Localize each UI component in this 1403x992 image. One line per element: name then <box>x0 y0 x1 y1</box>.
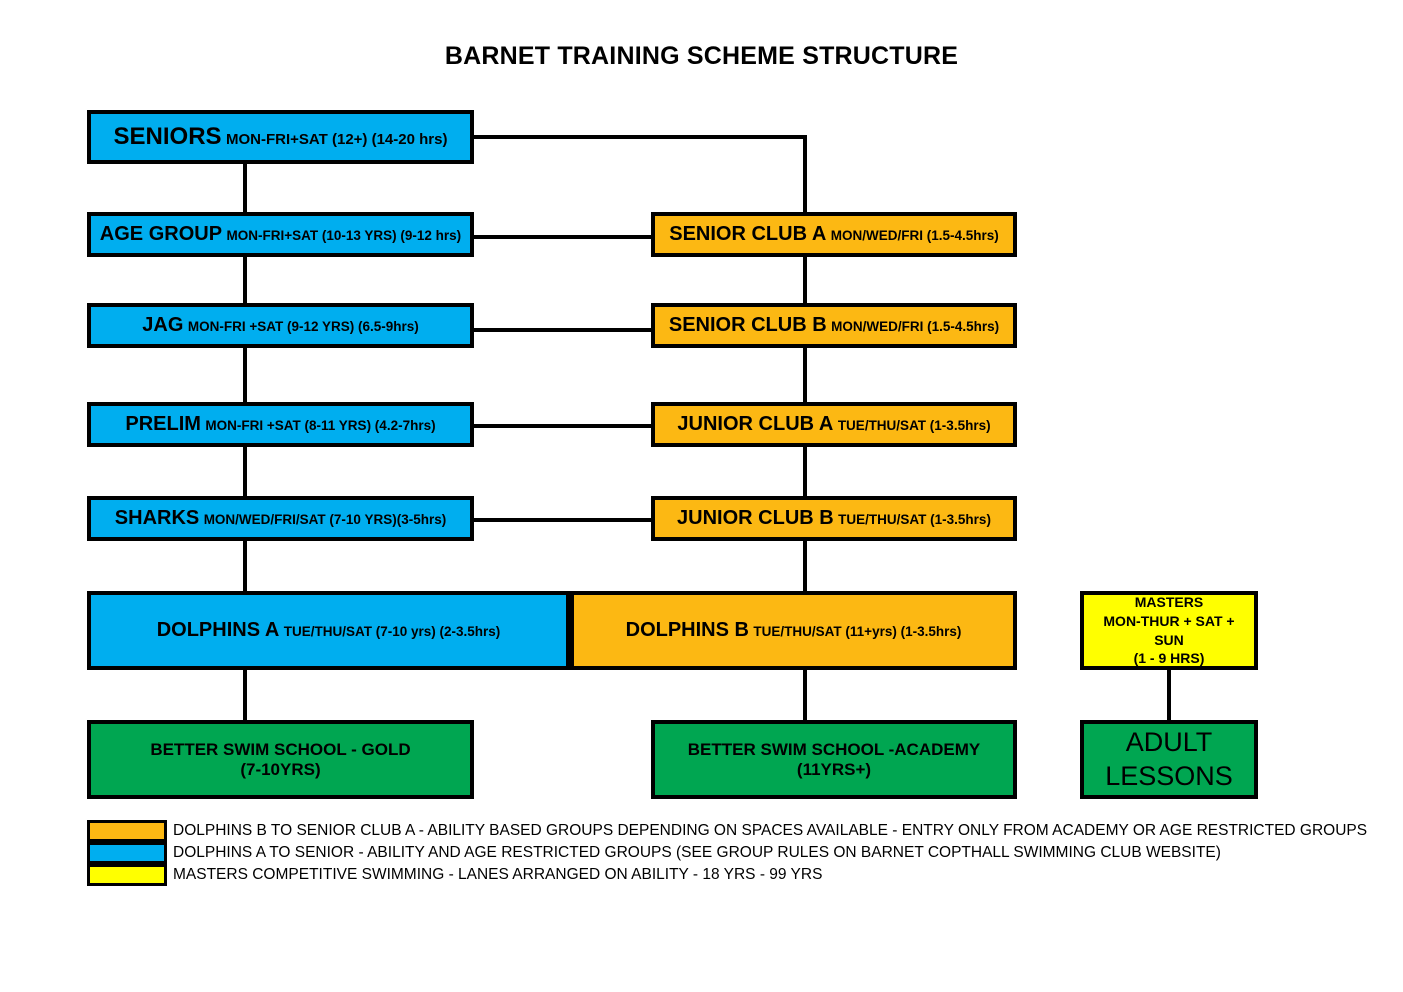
node-swim-school-gold-line2: (7-10YRS) <box>240 759 321 779</box>
node-seniors-detail: MON-FRI+SAT (12+) (14-20 hrs) <box>226 131 448 149</box>
node-junior-club-a[interactable]: JUNIOR CLUB A TUE/THU/SAT (1-3.5hrs) <box>651 402 1017 447</box>
legend-label: DOLPHINS A TO SENIOR - ABILITY AND AGE R… <box>173 844 1221 861</box>
node-dolphins-b-detail: TUE/THU/SAT (11+yrs) (1-3.5hrs) <box>753 624 962 639</box>
node-age-group[interactable]: AGE GROUP MON-FRI+SAT (10-13 YRS) (9-12 … <box>87 212 474 257</box>
node-age-group-name: AGE GROUP <box>99 223 223 245</box>
node-junior-club-a-detail: TUE/THU/SAT (1-3.5hrs) <box>837 418 991 433</box>
legend-swatch-orange <box>87 820 167 842</box>
node-senior-club-b-name: SENIOR CLUB B <box>668 314 827 336</box>
node-junior-club-a-name: JUNIOR CLUB A <box>677 413 834 435</box>
connector-sharks-to-juniorclubb <box>474 518 651 522</box>
node-prelim-name: PRELIM <box>125 413 201 435</box>
node-senior-club-b[interactable]: SENIOR CLUB B MON/WED/FRI (1.5-4.5hrs) <box>651 303 1017 348</box>
node-seniors-name: SENIORS <box>113 123 222 151</box>
legend: DOLPHINS B TO SENIOR CLUB A - ABILITY BA… <box>87 820 1367 886</box>
connector-agegroup-to-jag <box>243 257 247 308</box>
node-prelim-detail: MON-FRI +SAT (8-11 YRS) (4.2-7hrs) <box>205 418 436 433</box>
connector-seniors-horizontal <box>474 135 807 139</box>
legend-swatch-yellow <box>87 864 167 886</box>
page-title: BARNET TRAINING SCHEME STRUCTURE <box>444 42 959 70</box>
node-masters-line2: MON-THUR + SAT + SUN <box>1103 612 1235 648</box>
node-sharks-name: SHARKS <box>114 507 200 529</box>
connector-juniorclubb-to-dolphinsb <box>803 541 807 591</box>
legend-label: MASTERS COMPETITIVE SWIMMING - LANES ARR… <box>173 866 823 883</box>
connector-jag-to-seniorclubb <box>474 328 651 332</box>
connector-dolphinsa-to-gold <box>243 670 247 720</box>
legend-label: DOLPHINS B TO SENIOR CLUB A - ABILITY BA… <box>173 822 1368 839</box>
node-dolphins-a-name: DOLPHINS A <box>156 619 280 641</box>
node-adult-lessons-line1: ADULT <box>1125 726 1213 757</box>
connector-prelim-to-juniorcluba <box>474 424 651 428</box>
node-senior-club-a-name: SENIOR CLUB A <box>669 223 827 245</box>
node-dolphins-b[interactable]: DOLPHINS B TUE/THU/SAT (11+yrs) (1-3.5hr… <box>570 591 1017 670</box>
node-swim-school-academy-line2: (11YRS+) <box>796 759 872 779</box>
node-prelim[interactable]: PRELIM MON-FRI +SAT (8-11 YRS) (4.2-7hrs… <box>87 402 474 447</box>
node-sharks-detail: MON/WED/FRI/SAT (7-10 YRS)(3-5hrs) <box>203 512 447 527</box>
node-swim-school-gold[interactable]: BETTER SWIM SCHOOL - GOLD (7-10YRS) <box>87 720 474 799</box>
node-dolphins-a-detail: TUE/THU/SAT (7-10 yrs) (2-3.5hrs) <box>283 624 501 639</box>
connector-prelim-to-sharks <box>243 447 247 498</box>
connector-seniorclubb-to-juniora <box>803 348 807 403</box>
node-jag[interactable]: JAG MON-FRI +SAT (9-12 YRS) (6.5-9hrs) <box>87 303 474 348</box>
node-jag-detail: MON-FRI +SAT (9-12 YRS) (6.5-9hrs) <box>187 319 419 334</box>
connector-seniors-drop-vertical <box>803 137 807 218</box>
connector-jag-to-prelim <box>243 348 247 403</box>
legend-row: DOLPHINS A TO SENIOR - ABILITY AND AGE R… <box>87 842 1337 864</box>
legend-row: DOLPHINS B TO SENIOR CLUB A - ABILITY BA… <box>87 820 1367 842</box>
node-masters[interactable]: MASTERS MON-THUR + SAT + SUN (1 - 9 HRS) <box>1080 591 1258 670</box>
node-senior-club-a[interactable]: SENIOR CLUB A MON/WED/FRI (1.5-4.5hrs) <box>651 212 1017 257</box>
node-swim-school-academy-line1: BETTER SWIM SCHOOL -ACADEMY <box>687 739 981 759</box>
node-senior-club-b-detail: MON/WED/FRI (1.5-4.5hrs) <box>831 319 1000 334</box>
legend-swatch-blue <box>87 842 167 864</box>
node-dolphins-a[interactable]: DOLPHINS A TUE/THU/SAT (7-10 yrs) (2-3.5… <box>87 591 570 670</box>
node-sharks[interactable]: SHARKS MON/WED/FRI/SAT (7-10 YRS)(3-5hrs… <box>87 496 474 541</box>
node-dolphins-b-name: DOLPHINS B <box>625 619 749 641</box>
node-swim-school-academy[interactable]: BETTER SWIM SCHOOL -ACADEMY (11YRS+) <box>651 720 1017 799</box>
connector-juniorcluba-to-b <box>803 447 807 498</box>
connector-sharks-to-dolphinsa <box>243 541 247 591</box>
node-masters-line3: (1 - 9 HRS) <box>1133 650 1205 667</box>
node-seniors[interactable]: SENIORS MON-FRI+SAT (12+) (14-20 hrs) <box>87 110 474 164</box>
connector-seniorcluba-to-b <box>803 257 807 308</box>
node-junior-club-b-detail: TUE/THU/SAT (1-3.5hrs) <box>838 512 991 527</box>
node-jag-name: JAG <box>142 314 184 336</box>
connector-masters-to-adultlessons <box>1167 670 1171 720</box>
node-masters-line1: MASTERS <box>1134 593 1204 610</box>
node-junior-club-b[interactable]: JUNIOR CLUB B TUE/THU/SAT (1-3.5hrs) <box>651 496 1017 541</box>
node-senior-club-a-detail: MON/WED/FRI (1.5-4.5hrs) <box>830 228 999 243</box>
node-junior-club-b-name: JUNIOR CLUB B <box>677 507 834 529</box>
connector-seniors-to-agegroup <box>243 164 247 218</box>
connector-dolphinsb-to-academy <box>803 670 807 720</box>
legend-row: MASTERS COMPETITIVE SWIMMING - LANES ARR… <box>87 864 1337 886</box>
node-age-group-detail: MON-FRI+SAT (10-13 YRS) (9-12 hrs) <box>226 228 462 243</box>
node-adult-lessons[interactable]: ADULT LESSONS <box>1080 720 1258 799</box>
node-swim-school-gold-line1: BETTER SWIM SCHOOL - GOLD <box>150 739 411 759</box>
node-adult-lessons-line2: LESSONS <box>1105 760 1233 791</box>
connector-agegroup-to-seniorcluba <box>474 235 651 239</box>
